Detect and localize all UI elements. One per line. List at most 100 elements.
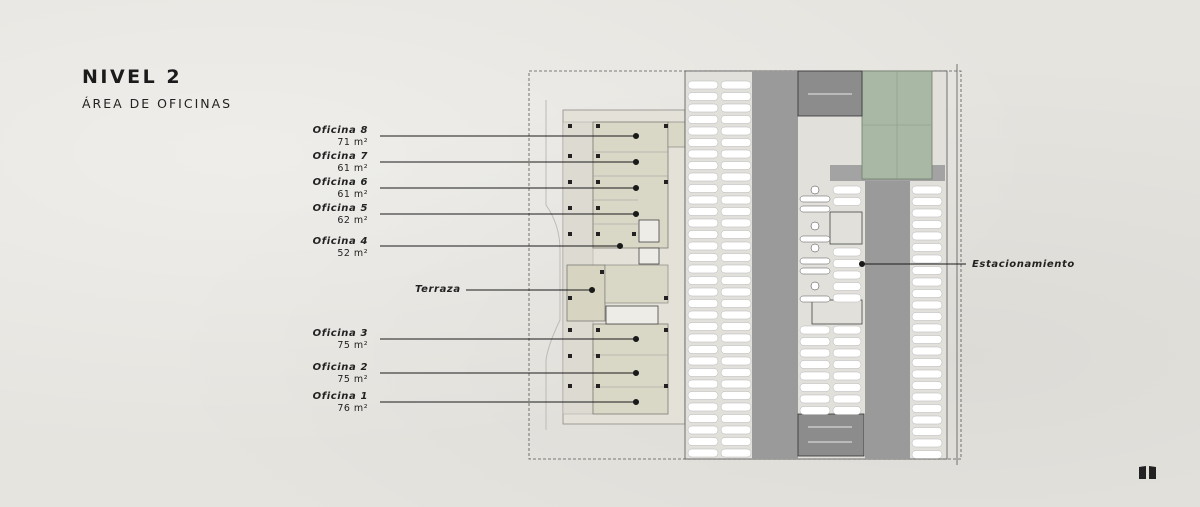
office-block-lower	[592, 323, 669, 415]
office-name: Oficina 6	[312, 177, 368, 188]
parking-stall	[687, 414, 719, 423]
parking-stall	[799, 295, 831, 303]
office-label-1: Oficina 1 76 m²	[313, 391, 368, 415]
parking-lane-right	[865, 180, 910, 459]
parking-stall	[687, 149, 719, 159]
parking-stall	[720, 310, 752, 320]
parking-stall	[720, 161, 752, 170]
parking-stall	[720, 287, 752, 297]
parking-stall	[911, 266, 943, 275]
parking-stall	[832, 383, 862, 392]
parking-stall	[687, 368, 719, 377]
parking-stall	[720, 368, 752, 377]
parking-stall	[687, 379, 719, 389]
parking-stall	[687, 184, 719, 193]
parking-stall	[720, 437, 752, 446]
page-title: NIVEL 2	[82, 66, 183, 88]
office-label-7: Oficina 7 61 m²	[313, 151, 368, 175]
parking-stall	[911, 369, 943, 379]
terrace-label: Terraza	[415, 284, 461, 295]
office-label-3: Oficina 3 75 m²	[313, 328, 368, 352]
parking-stall	[720, 115, 752, 124]
parking-stall	[687, 195, 719, 205]
parking-stall	[799, 394, 831, 404]
office-name: Oficina 2	[312, 362, 368, 373]
parking-stall	[720, 402, 752, 412]
office-label-2: Oficina 2 75 m²	[313, 362, 368, 386]
parking-stall	[832, 360, 862, 369]
parking-stall	[911, 208, 943, 218]
parking-stall	[687, 437, 719, 446]
walkway-outline	[545, 100, 561, 430]
parking-stall	[720, 92, 752, 101]
parking-stall	[720, 184, 752, 193]
parking-stall	[687, 241, 719, 251]
parking-stall	[911, 243, 943, 252]
parking-stall	[720, 345, 752, 354]
parking-stall	[720, 195, 752, 205]
office-name: Oficina 5	[312, 203, 368, 214]
parking-stall	[720, 333, 752, 343]
parking-stall	[687, 391, 719, 400]
parking-stall	[687, 264, 719, 274]
parking-stall	[832, 270, 862, 280]
parking-stall	[720, 264, 752, 274]
parking-stall	[799, 325, 831, 335]
parking-stall	[687, 322, 719, 331]
parking-stall	[799, 371, 831, 381]
parking-stall	[832, 197, 862, 206]
parking-stall	[720, 414, 752, 423]
parking-stall	[832, 348, 862, 358]
parking-stall	[832, 185, 862, 195]
parking-stall	[687, 310, 719, 320]
parking-stall	[720, 149, 752, 159]
office-block-upper-ext	[667, 121, 686, 148]
parking-stall	[687, 230, 719, 239]
parking-stall	[832, 293, 862, 303]
elevator-core	[638, 219, 660, 243]
parking-stall	[911, 335, 943, 344]
parking-stall	[911, 185, 943, 195]
parking-stall	[687, 299, 719, 308]
parking-stall	[720, 207, 752, 216]
stair-core	[605, 305, 659, 325]
office-area: 71 m²	[337, 137, 368, 148]
office-name: Oficina 1	[312, 391, 368, 402]
office-area: 75 m²	[337, 374, 368, 385]
parking-stall	[687, 103, 719, 113]
parking-stall	[720, 138, 752, 147]
parking-stall	[687, 161, 719, 170]
parking-stall	[687, 138, 719, 147]
parking-stall	[720, 322, 752, 331]
parking-stall	[687, 172, 719, 182]
parking-stall	[687, 207, 719, 216]
parking-stall	[720, 230, 752, 239]
parking-stall	[687, 448, 719, 458]
parking-stall	[832, 371, 862, 381]
parking-stall	[687, 402, 719, 412]
parking-stall	[911, 312, 943, 321]
page-subtitle: ÁREA DE OFICINAS	[82, 96, 233, 111]
parking-stall	[687, 80, 719, 90]
parking-stall	[799, 348, 831, 358]
parking-stall	[911, 254, 943, 264]
parking-stall	[832, 406, 862, 415]
parking-stall	[720, 299, 752, 308]
parking-stall	[911, 197, 943, 206]
parking-stall	[799, 383, 831, 392]
parking-stall	[799, 205, 831, 213]
parking-stall	[911, 381, 943, 390]
office-label-6: Oficina 6 61 m²	[313, 177, 368, 201]
parking-stall	[720, 379, 752, 389]
parking-stall	[720, 172, 752, 182]
parking-stall	[799, 337, 831, 346]
office-label-4: Oficina 4 52 m²	[313, 236, 368, 260]
parking-stall	[687, 287, 719, 297]
parking-stall	[911, 358, 943, 367]
parking-stall	[832, 325, 862, 335]
parking-stall	[832, 259, 862, 268]
parking-stall	[720, 80, 752, 90]
parking-stall	[799, 235, 831, 243]
parking-stall	[687, 333, 719, 343]
